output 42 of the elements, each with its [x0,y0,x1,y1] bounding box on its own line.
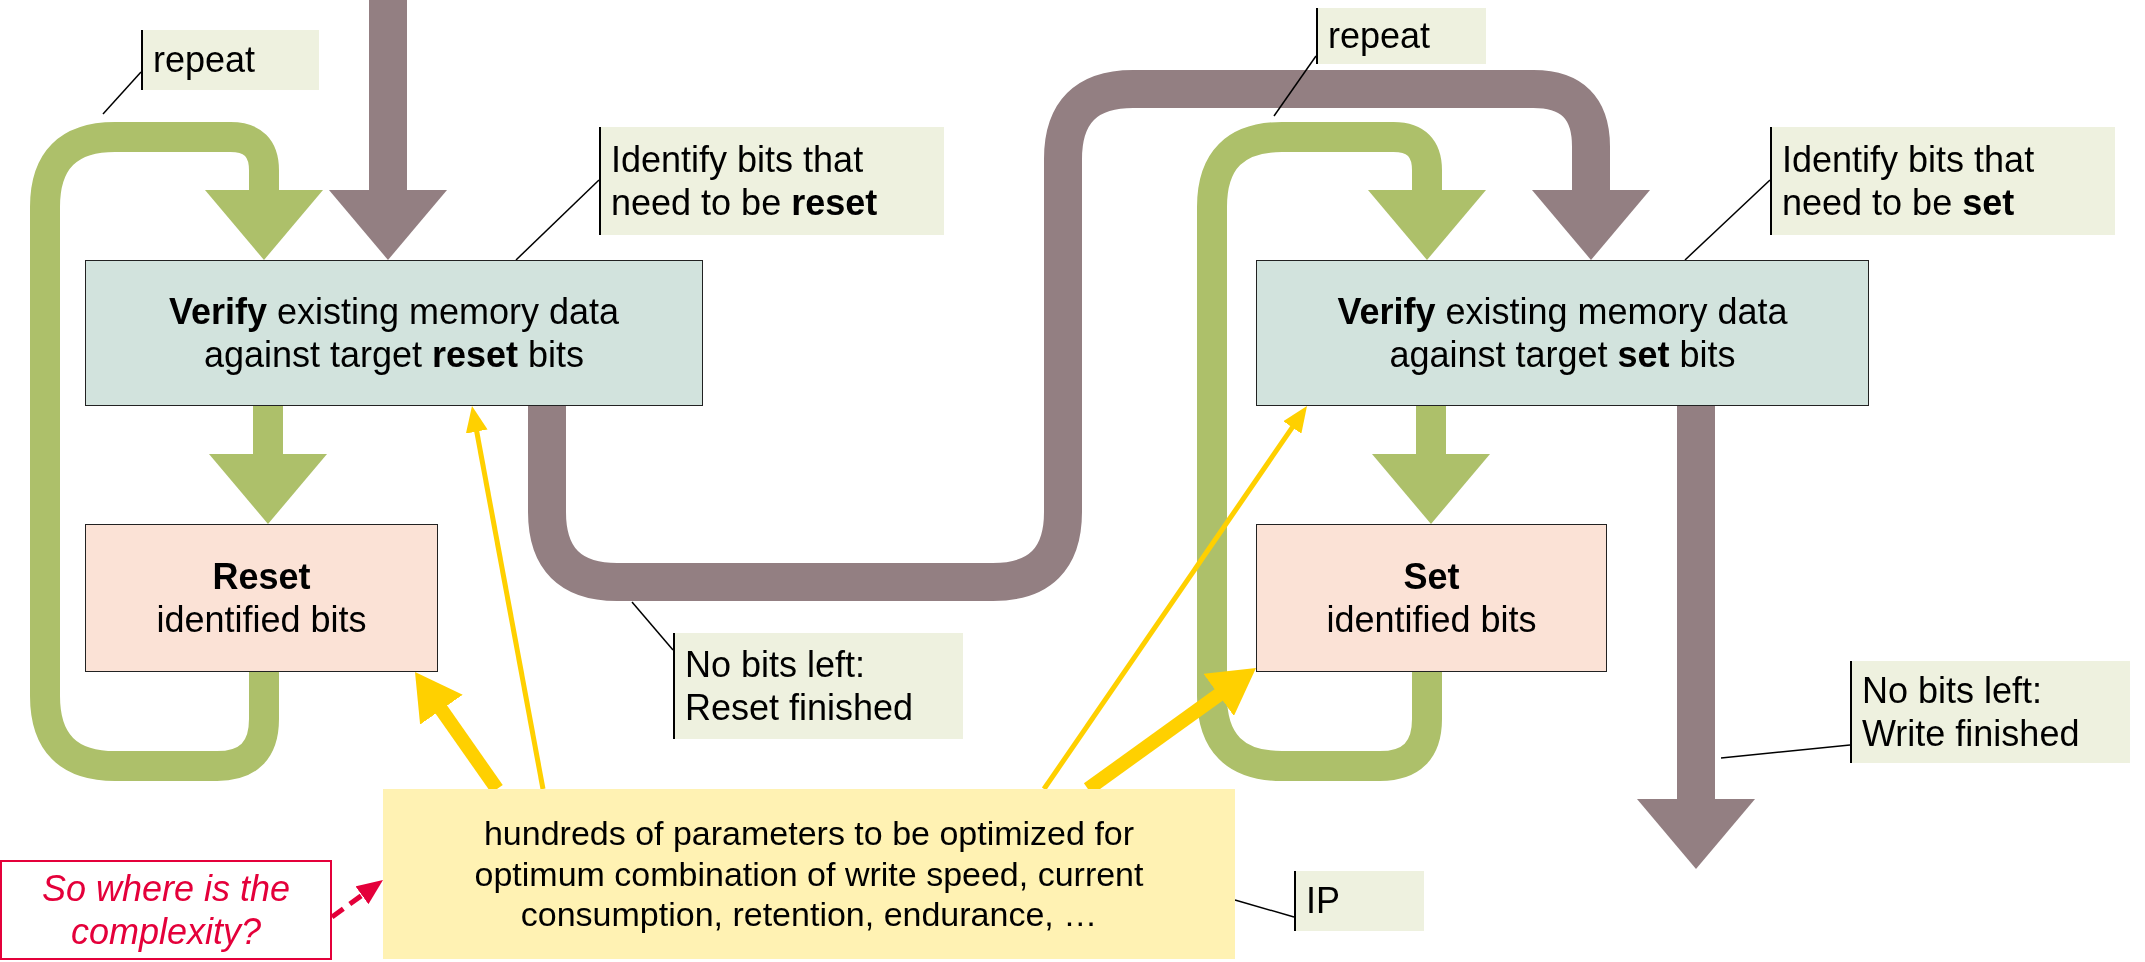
leader-line [1720,744,1851,759]
callout-box [1770,127,2115,235]
callout-box [673,633,963,739]
callout-text: repeat [153,38,257,82]
process-box [85,260,703,406]
callout-text: Identify bits that need to be reset [611,137,879,225]
arrow [1041,406,1307,791]
callout-box [141,30,319,90]
note-box [383,789,1235,959]
box-heading: Set [1403,554,1460,598]
callout-text: No bits left: Write finished [1862,668,2081,756]
box-text: hundreds of parameters to be optimized for optimum combination of write speed, current consumption, retention, endurance, … [473,812,1145,936]
callout-box [599,127,944,235]
process-box [1256,524,1607,672]
leader-line [515,179,600,261]
leader-line [1273,55,1317,117]
flow-arrow [329,0,447,260]
question-box [0,860,332,960]
process-box [85,524,438,672]
callout-text: No bits left: Reset finished [685,642,915,730]
box-heading: Reset [212,554,311,598]
callout-text: Identify bits that need to be set [1782,137,2036,225]
process-box [1256,260,1869,406]
leader-line [102,71,142,115]
arrow [465,406,546,790]
flow-arrow [1637,406,1755,869]
box-text: Verify existing memory data against target reset bits [167,289,621,377]
callout-box [1294,871,1424,931]
callout-text: IP [1306,879,1341,923]
flow-arrow [1372,406,1490,524]
flow-arrow [528,70,1650,601]
flow-arrow [209,406,327,524]
callout-box [1850,661,2130,763]
leader-line [631,601,674,651]
callout-box [1316,8,1486,64]
leader-line [1684,179,1771,261]
box-text: identified bits [156,598,367,642]
box-text: Verify existing memory data against target set bits [1336,289,1789,377]
box-text: So where is the complexity? [40,866,292,954]
leader-line [1234,899,1295,918]
callout-text: repeat [1328,14,1432,58]
box-text: identified bits [1326,598,1537,642]
